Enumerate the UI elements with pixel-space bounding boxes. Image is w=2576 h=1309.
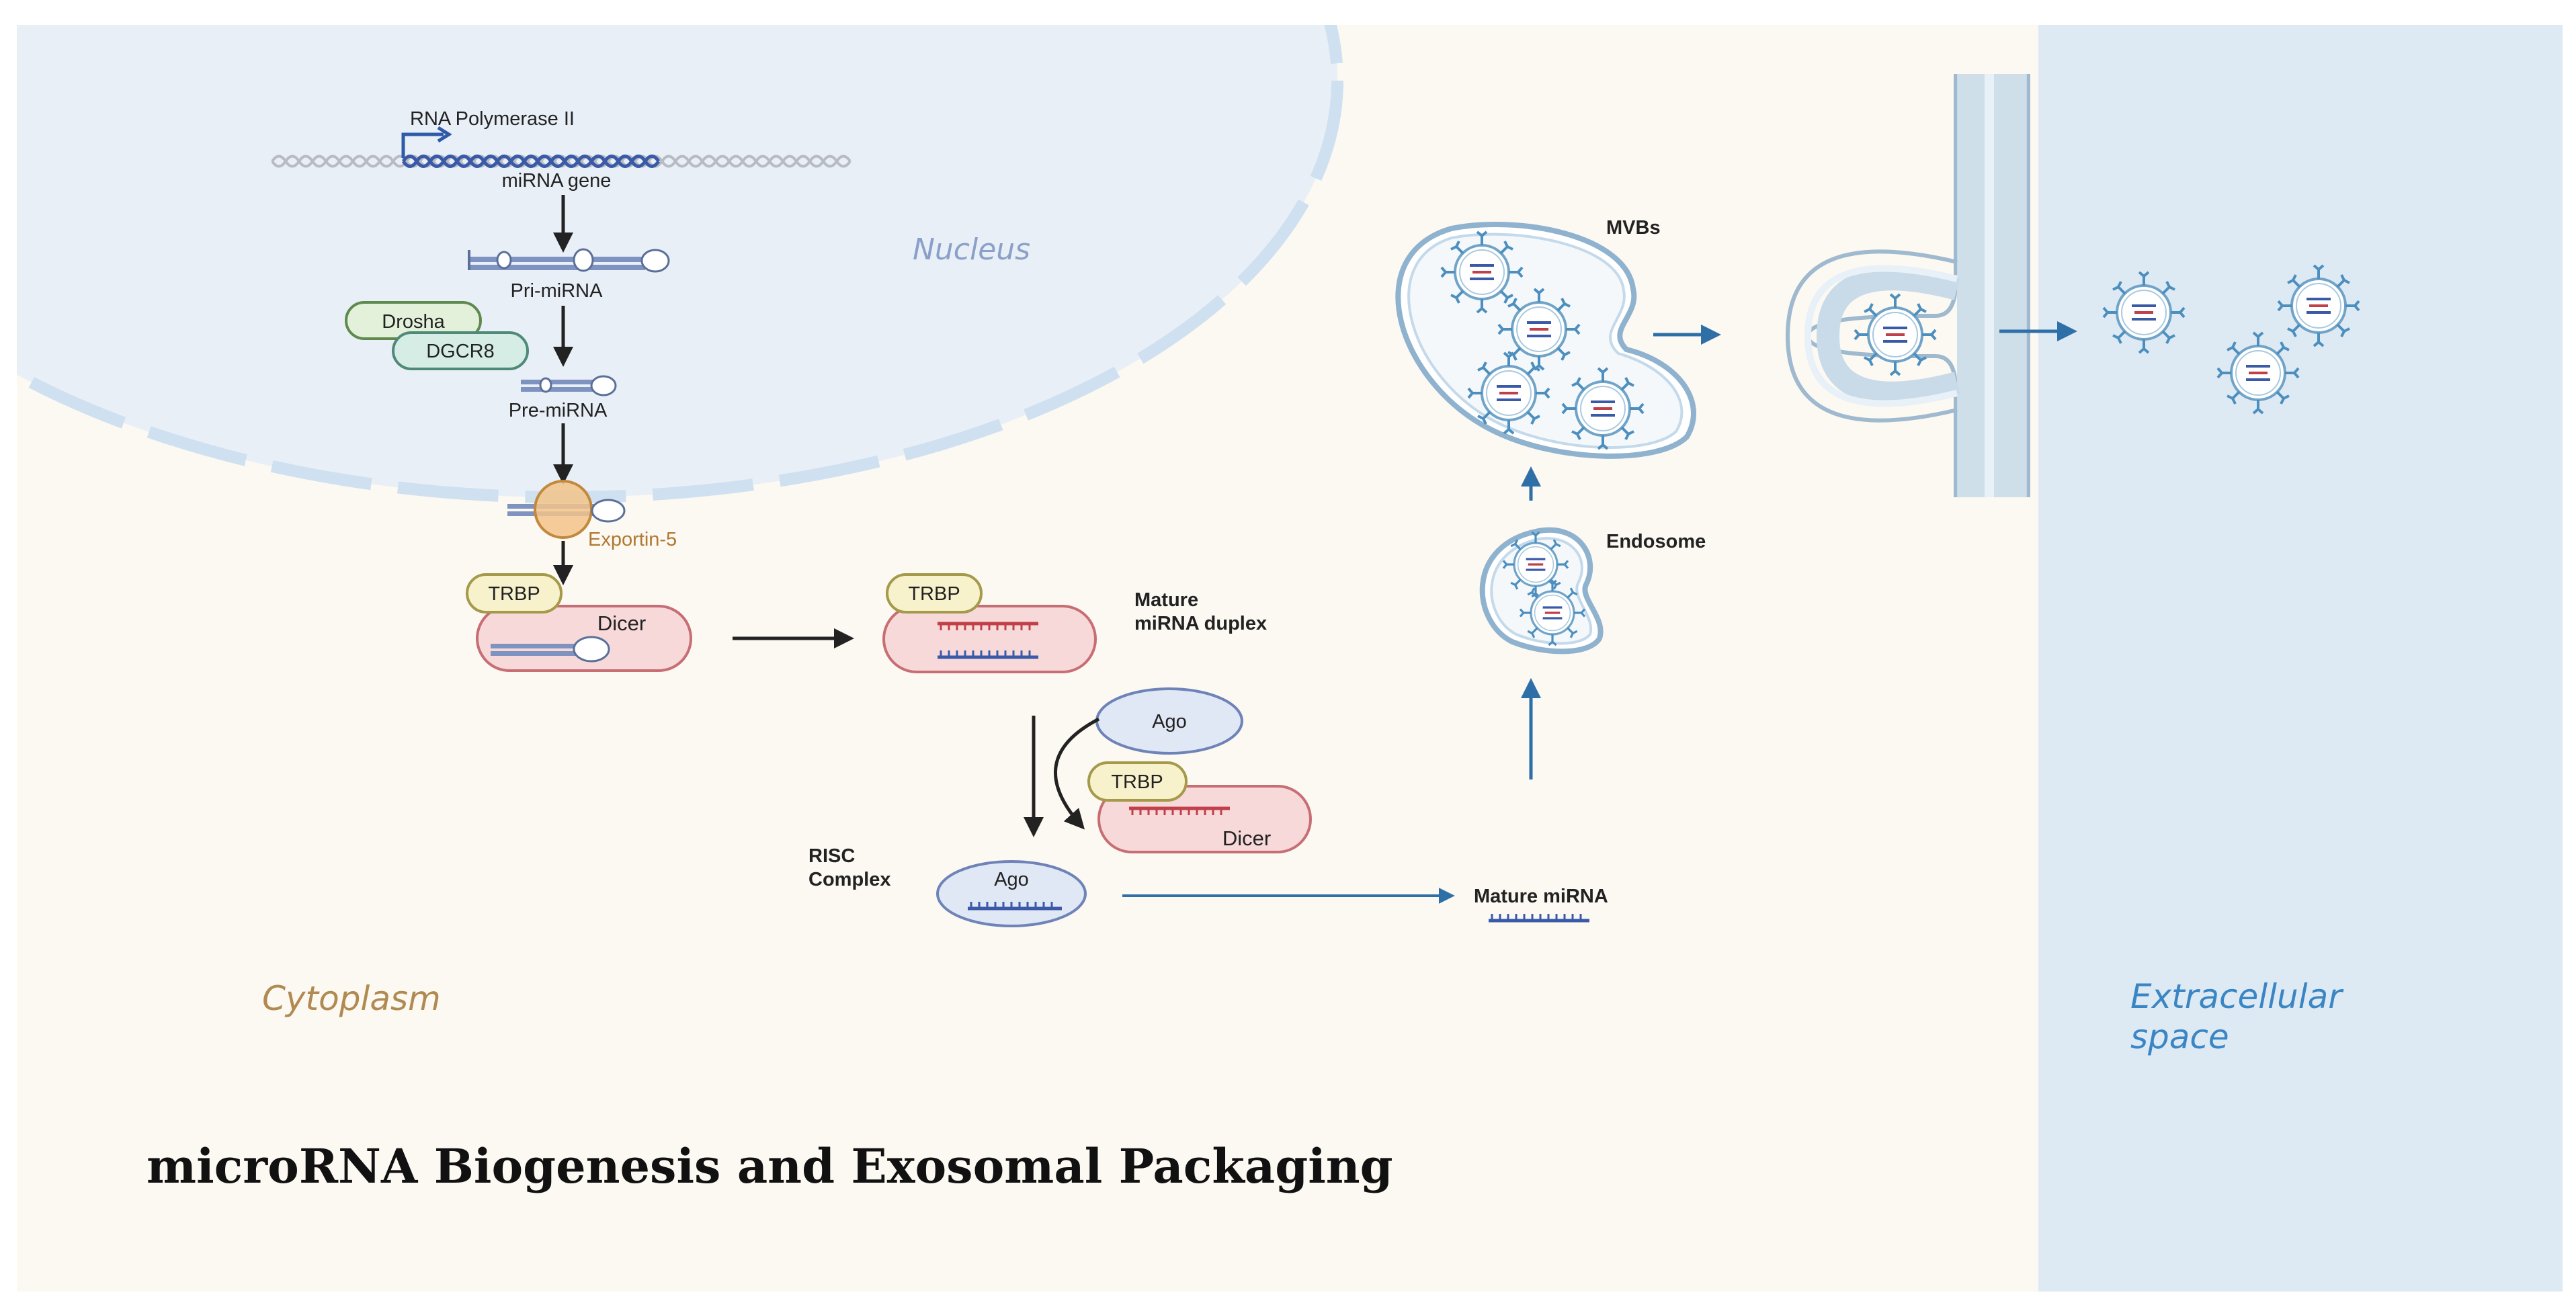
label-pre-mirna: Pre-miRNA (509, 400, 608, 421)
region-extracellular-label-2: space (2130, 1017, 2229, 1056)
region-cytoplasm-label: Cytoplasm (262, 979, 441, 1018)
dicer-protein-2 (882, 605, 1097, 673)
risc-strand (968, 902, 1062, 911)
label-endosome: Endosome (1606, 531, 1706, 552)
dicer-1-premirna (491, 636, 610, 663)
label-ago-free: Ago (1152, 711, 1187, 732)
label-mirna-gene: miRNA gene (502, 170, 612, 192)
label-trbp-1: TRBP (488, 583, 540, 605)
mature-mirna-strand (1489, 914, 1589, 923)
label-risc-2: Complex (808, 869, 890, 890)
label-exportin-5: Exportin-5 (588, 529, 677, 550)
trbp-protein-2 (886, 573, 983, 614)
diagram-title: microRNA Biogenesis and Exosomal Packagi… (147, 1138, 1393, 1194)
transcription-start-arrow (401, 132, 444, 158)
region-extracellular-label-1: Extracellular (2130, 977, 2344, 1016)
region-nucleus-label: Nucleus (913, 233, 1030, 267)
plasma-membrane (1785, 74, 2030, 497)
label-pri-mirna: Pri-miRNA (511, 280, 604, 302)
pri-mirna-shape (468, 248, 670, 273)
dicer-3-strand (1129, 806, 1230, 815)
label-risc-1: RISC (808, 845, 855, 867)
extracellular-background (2038, 25, 2563, 1292)
arrow-ago-to-dicer (1053, 717, 1100, 830)
label-mature-duplex-1: Mature (1134, 589, 1198, 611)
label-mvbs: MVBs (1606, 217, 1661, 239)
trbp-protein-3 (1087, 761, 1188, 802)
label-rna-polymerase: RNA Polymerase II (410, 108, 575, 130)
label-drosha: Drosha (382, 311, 445, 333)
pre-mirna-shape (521, 375, 617, 396)
label-mature-mirna: Mature miRNA (1474, 886, 1608, 907)
label-dicer-1: Dicer (597, 611, 646, 635)
exportin-5-complex (507, 480, 626, 539)
label-dicer-3: Dicer (1222, 827, 1271, 850)
dgcr8-protein (392, 331, 529, 370)
mirna-gene-dna (271, 126, 851, 168)
trbp-protein-1 (466, 573, 563, 614)
label-trbp-3: TRBP (1111, 771, 1163, 793)
label-ago-risc: Ago (994, 869, 1029, 890)
label-trbp-2: TRBP (908, 583, 960, 605)
mirna-duplex-strands (938, 622, 1038, 659)
dicer-protein-3 (1097, 785, 1312, 853)
label-dgcr8: DGCR8 (426, 341, 495, 362)
label-mature-duplex-2: miRNA duplex (1134, 613, 1267, 634)
